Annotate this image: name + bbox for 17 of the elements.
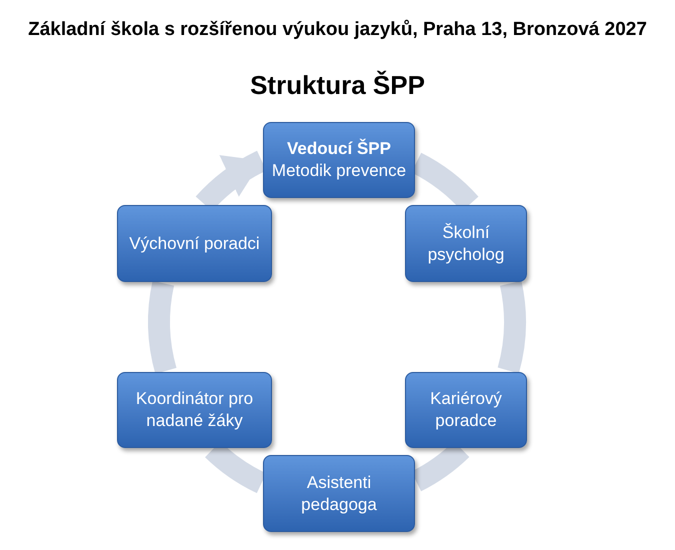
box-label: Asistenti pedagoga — [300, 472, 378, 516]
ring-segment — [148, 281, 177, 374]
ring-segment — [498, 282, 526, 373]
box-label: Metodik prevence — [272, 160, 406, 182]
process-box — [405, 205, 527, 282]
process-box — [405, 372, 527, 448]
box-label: Školní psycholog — [426, 222, 506, 266]
box-label: Kariérový poradce — [429, 388, 503, 432]
process-box — [117, 205, 272, 282]
box-label: Koordinátor pro nadané žáky — [134, 388, 254, 432]
process-box — [263, 455, 415, 532]
process-box — [117, 372, 272, 448]
box-label: Výchovní poradci — [129, 232, 260, 254]
school-heading: Základní škola s rozšířenou výukou jazyků, Praha 13, Bronzová 2027 — [27, 18, 648, 42]
box-heading: Vedoucí ŠPP — [287, 138, 391, 160]
process-box — [263, 122, 415, 198]
diagram-title: Struktura ŠPP — [249, 69, 426, 102]
